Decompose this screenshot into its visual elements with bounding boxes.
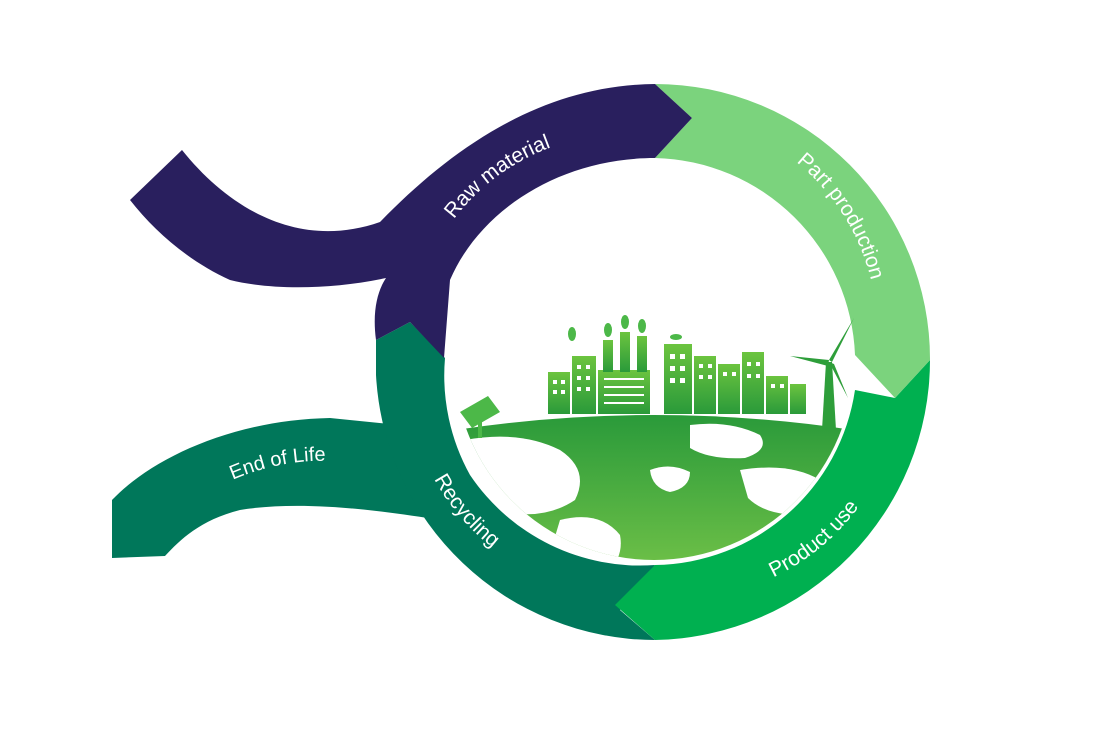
product-use-arrow bbox=[615, 360, 930, 640]
wind-turbine-icon bbox=[790, 318, 854, 430]
part-production-arrow bbox=[655, 84, 931, 398]
raw-material-arrow bbox=[130, 84, 692, 358]
end-of-life-arrow bbox=[112, 418, 440, 558]
solar-panel-icon bbox=[460, 396, 500, 438]
recycling-arrow bbox=[376, 322, 655, 640]
green-city-globe-icon bbox=[454, 160, 854, 560]
